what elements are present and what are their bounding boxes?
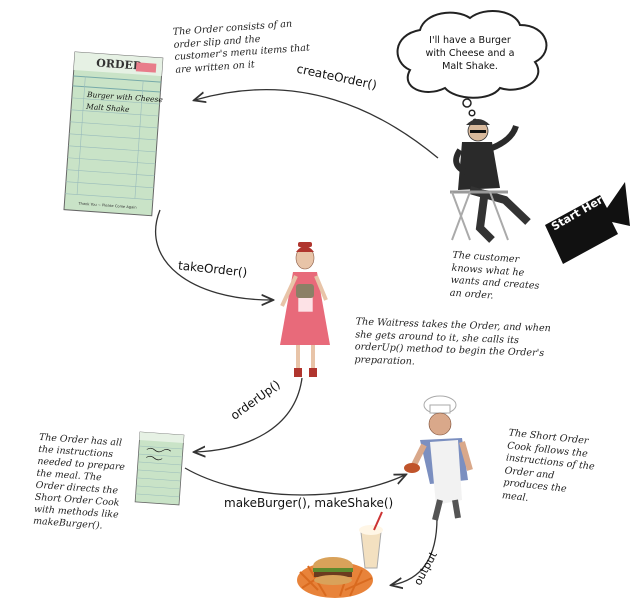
create-order-arrow: [195, 88, 439, 159]
order-slip-footer: Thank You ~ Please Come Again: [77, 202, 136, 210]
order-slip-note: The Order consists of an order slip and …: [172, 18, 311, 76]
order-cook-note: The Order has all the instructions neede…: [32, 431, 126, 532]
thought-bubble: [396, 10, 548, 124]
speech-bubble-text: I'll have a Burger with Cheese and a Mal…: [425, 35, 515, 72]
make-methods-label: makeBurger(), makeShake(): [224, 496, 394, 510]
make-methods-arrow: [184, 467, 405, 496]
cook-figure: [404, 395, 473, 521]
output-arrow: [392, 517, 438, 585]
start-here-badge: [545, 182, 630, 264]
take-order-arrow: [154, 209, 272, 300]
order-up-arrow: [195, 377, 303, 452]
customer-note: The customer knows what he wants and cre…: [449, 249, 540, 302]
cook-note: The Short Order Cook follows the instruc…: [501, 427, 596, 504]
waitress-note: The Waitress takes the Order, and when s…: [354, 316, 551, 368]
waitress-figure: [280, 242, 330, 377]
order-slip-large: ORDER Burger with Cheese Malt Shake Than…: [63, 51, 164, 217]
customer-figure: [450, 119, 531, 243]
order-slip-title: ORDER: [96, 57, 143, 73]
order-slip-line-2: Malt Shake: [85, 102, 130, 114]
order-slip-small: [134, 431, 185, 506]
meal-illustration: [297, 511, 383, 598]
